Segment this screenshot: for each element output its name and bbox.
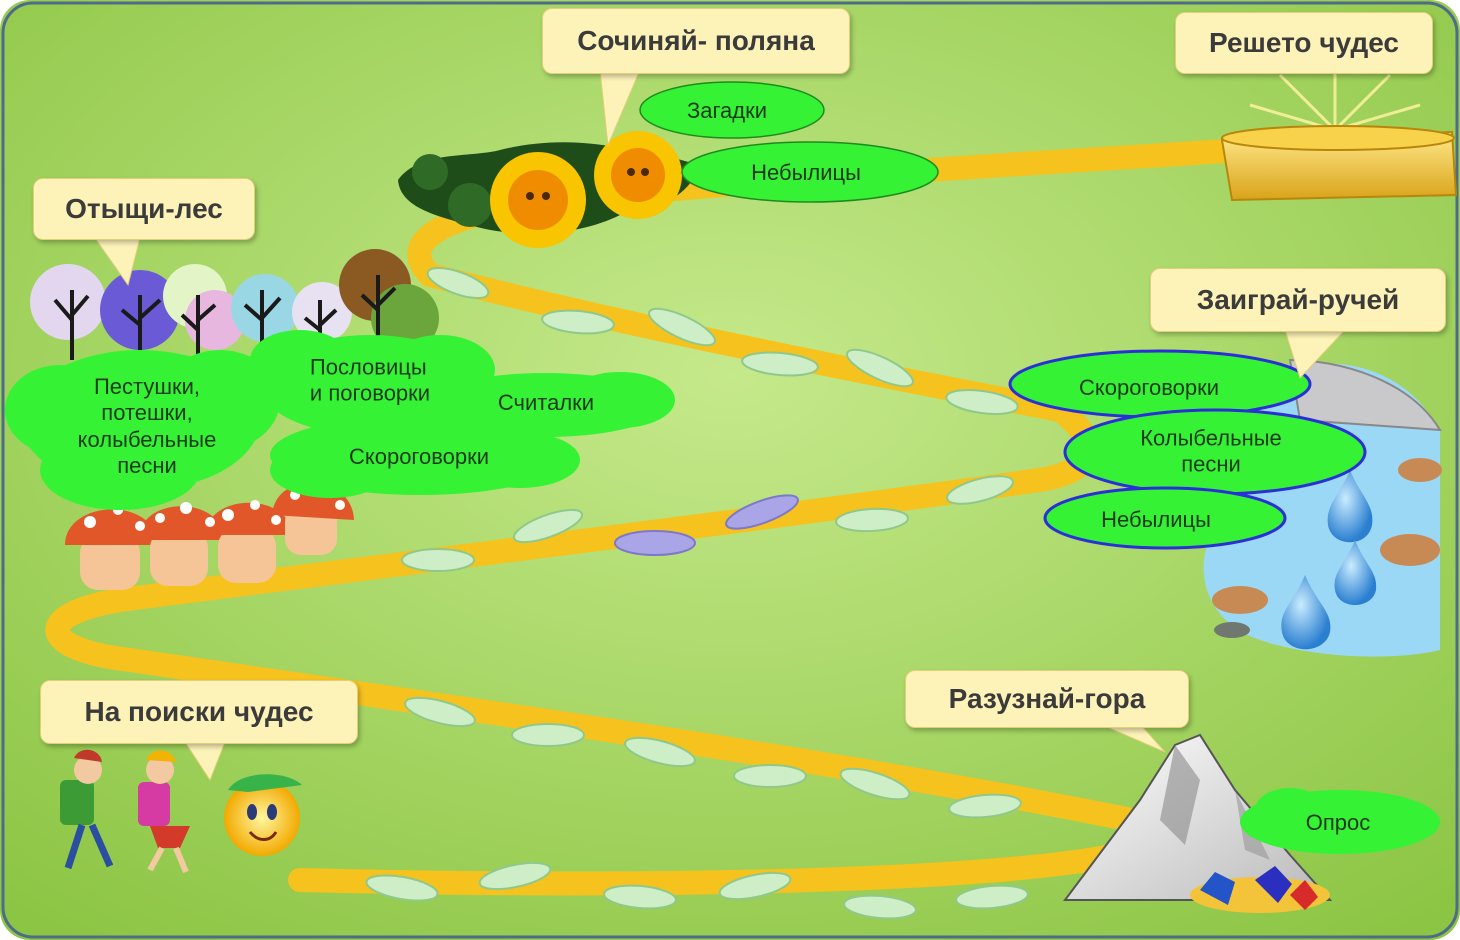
sunflower-icon (490, 152, 586, 248)
footprints (365, 266, 1029, 920)
cloud-skorogovorki-stream[interactable]: Скороговорки (1078, 374, 1220, 400)
cloud-nebylitsy-stream[interactable]: Небылицы (1101, 506, 1211, 532)
forest-clouds (5, 330, 675, 510)
sunflower-meadow (398, 131, 700, 248)
cloud-line: песни (1181, 452, 1241, 477)
station-label: Отыщи-лес (65, 193, 223, 224)
mountain-icon (1063, 733, 1333, 913)
cloud-opros[interactable]: Опрос (1305, 809, 1371, 835)
station-resheto-chudes[interactable]: Решето чудес (1175, 12, 1433, 74)
station-razuznai-gora[interactable]: Разузнай-гора (905, 670, 1189, 728)
cloud-skorogovorki-forest[interactable]: Скороговорки (348, 443, 490, 469)
sun-face-icon (224, 774, 302, 856)
station-otyshchi-les[interactable]: Отыщи-лес (33, 178, 255, 240)
water-drop-icon (1281, 470, 1377, 650)
station-label: На поиски чудес (84, 696, 314, 727)
cloud-zagadki[interactable]: Загадки (686, 97, 768, 123)
cloud-kolybelnye[interactable]: Колыбельные песни (1140, 426, 1282, 479)
meadow-clouds (639, 81, 939, 203)
cloud-line: Колыбельные (1140, 425, 1282, 451)
mushrooms-icon (65, 482, 354, 590)
cloud-line: Пословицы (309, 354, 427, 380)
station-label: Разузнай-гора (948, 683, 1146, 714)
forest-trees (30, 249, 439, 360)
treasure-chest-icon (1220, 60, 1458, 202)
cloud-line: Пестушки, (93, 374, 201, 400)
cloud-nebylitsy-meadow[interactable]: Небылицы (751, 159, 861, 185)
callout-tails (94, 69, 1347, 782)
cloud-line: потешки, (101, 400, 193, 426)
cloud-line: и поговорки (309, 381, 431, 406)
cloud-schitalki[interactable]: Считалки (497, 389, 595, 415)
cloud-line: колыбельные (77, 427, 217, 452)
cloud-pestushki[interactable]: Пестушки, потешки, колыбельные песни (78, 374, 217, 480)
station-label: Сочиняй- поляна (577, 25, 815, 56)
cloud-line: песни (117, 453, 177, 479)
sunflower-icon (594, 131, 682, 219)
survey-cloud (1240, 788, 1440, 854)
stream-clouds (1008, 349, 1367, 550)
station-na-poiski-chudes[interactable]: На поиски чудес (40, 680, 358, 744)
hikers-icon (60, 749, 302, 874)
station-label: Заиграй-ручей (1196, 284, 1400, 315)
station-zaigrai-ruchei[interactable]: Заиграй-ручей (1150, 268, 1446, 332)
station-label: Решето чудес (1209, 27, 1399, 58)
footprints-purple (614, 494, 799, 556)
station-sochinyai-polyana[interactable]: Сочиняй- поляна (542, 8, 850, 74)
cloud-poslovitsy[interactable]: Пословицы и поговорки (310, 355, 430, 408)
